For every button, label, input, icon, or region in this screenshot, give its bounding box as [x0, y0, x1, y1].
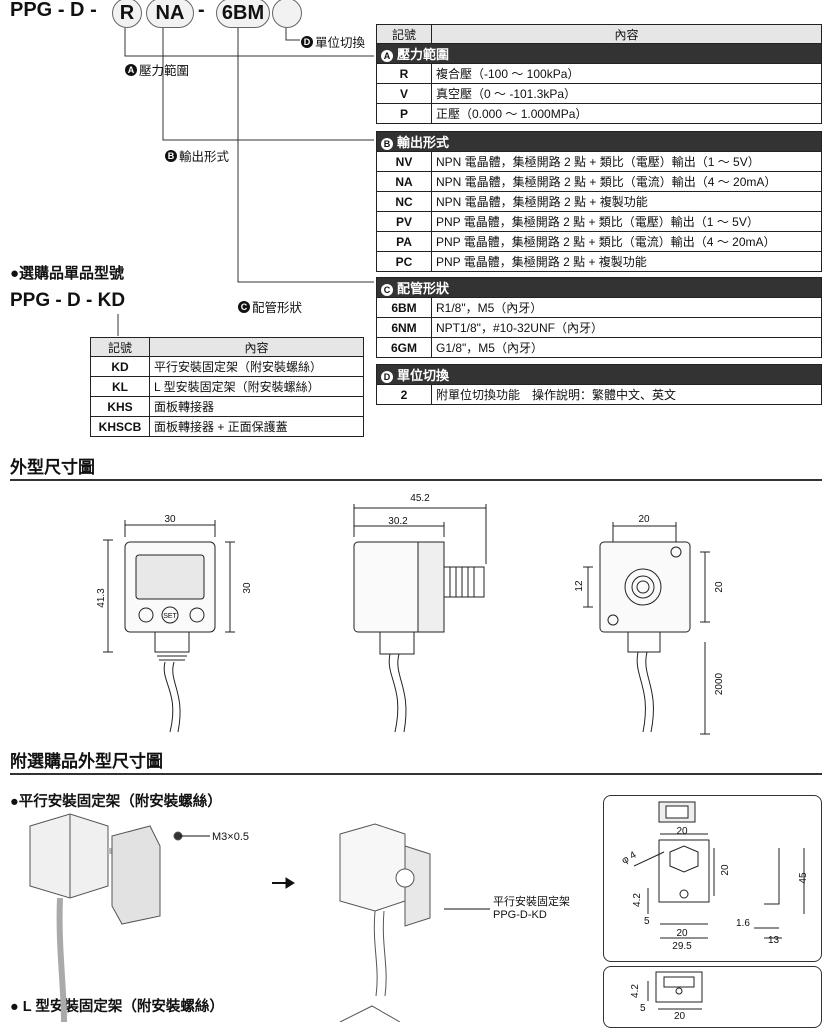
parallel-bracket-dim-panel: 20 φ 4 20 45 4.2 5 20 29.5 1.6 13 — [603, 795, 822, 962]
front-view — [103, 520, 235, 733]
dim-back-20: 20 — [714, 581, 725, 593]
svg-text:20: 20 — [720, 864, 731, 876]
l-bracket-drawing: 4.2 5 20 — [630, 971, 703, 1022]
set-button-label: SET — [163, 613, 177, 620]
divider — [10, 773, 822, 775]
option-heading: ●選購品單品型號 — [10, 265, 125, 282]
options-dim-title: 附選購品外型尺寸圖 — [10, 752, 163, 771]
dimension-drawings: 30 41.3 30 SET 45.2 30.2 20 12 20 2000 — [96, 493, 725, 735]
bracket-label-2: PPG-D-KD — [493, 909, 547, 921]
dim-front-height2: 30 — [242, 582, 253, 594]
option-code: PPG - D - KD — [10, 290, 126, 311]
side-view — [353, 504, 487, 733]
l-bracket-dim-panel: 4.2 5 20 — [603, 966, 822, 1028]
dim-back-width: 20 — [638, 514, 650, 525]
code-segment-option — [272, 0, 302, 28]
svg-text:20: 20 — [676, 928, 688, 939]
model-code: PPG - D - — [10, 0, 97, 21]
dim-cable: 2000 — [714, 672, 725, 695]
screw-label: M3×0.5 — [212, 831, 249, 843]
back-view — [583, 522, 710, 735]
svg-text:φ 4: φ 4 — [620, 849, 639, 866]
parallel-bracket-title: ●平行安裝固定架（附安裝螺絲） — [10, 794, 222, 810]
svg-text:5: 5 — [640, 1003, 646, 1014]
dim-side-body: 30.2 — [388, 516, 408, 527]
svg-text:13: 13 — [768, 935, 780, 946]
svg-text:4.2: 4.2 — [632, 893, 643, 907]
dim-back-12: 12 — [574, 580, 585, 592]
dim-side-total: 45.2 — [410, 493, 430, 504]
code-dash: - — [198, 0, 205, 21]
code-segment-6bm: 6BM — [216, 0, 270, 28]
bracket-illustrations: M3×0.5 平行安裝固定架 PPG-D-KD — [29, 813, 570, 1022]
bracket-label-1: 平行安裝固定架 — [493, 894, 570, 908]
svg-text:5: 5 — [644, 916, 650, 927]
svg-text:1.6: 1.6 — [736, 918, 750, 929]
code-segment-na: NA — [146, 0, 194, 28]
code-segment-r: R — [112, 0, 142, 28]
divider — [10, 479, 822, 481]
svg-text:4.2: 4.2 — [630, 984, 641, 998]
svg-text:20: 20 — [676, 826, 688, 837]
svg-text:45: 45 — [798, 872, 809, 884]
dim-front-width: 30 — [164, 514, 176, 525]
model-prefix: PPG — [10, 0, 53, 21]
option-connector — [117, 314, 119, 336]
dimension-title: 外型尺寸圖 — [10, 458, 95, 477]
parallel-bracket-drawing: 20 φ 4 20 45 4.2 5 20 29.5 1.6 13 — [620, 801, 809, 952]
dim-front-height: 41.3 — [96, 588, 107, 608]
code-connector-lines — [124, 28, 374, 283]
svg-text:20: 20 — [674, 1011, 686, 1022]
svg-text:29.5: 29.5 — [672, 941, 692, 952]
